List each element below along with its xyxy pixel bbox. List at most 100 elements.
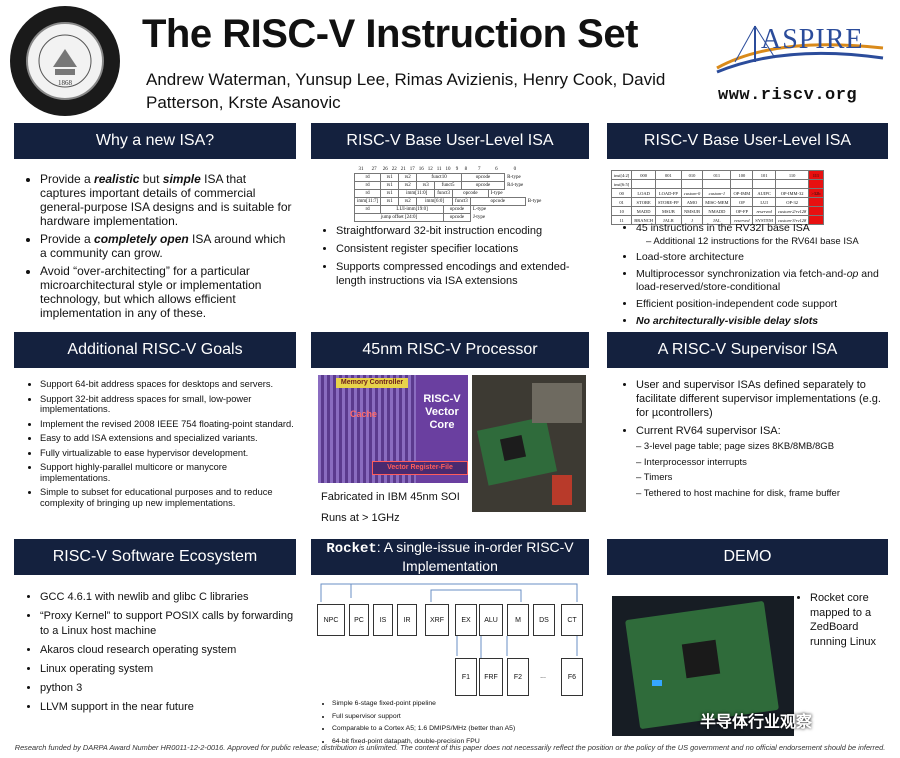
- ecosystem-bullet-3: Akaros cloud research operating system: [40, 643, 294, 658]
- supervisor-sublist: – 3-level page table; page sizes 8KB/8MB…: [618, 439, 888, 501]
- goals-bullet-2: Support 32-bit address spaces for small,…: [40, 394, 294, 415]
- opcode-cell: 11: [610, 215, 633, 225]
- opcode-header-cell: 101: [752, 170, 776, 180]
- university-seal: 1868: [10, 6, 120, 116]
- panel-base2: 45 instructions in the RV32I base ISA – …: [618, 222, 888, 332]
- opcode-blank: [774, 179, 810, 189]
- seal-icon: 1868: [38, 34, 92, 88]
- cache-label: Cache: [350, 409, 378, 419]
- fpga-chip: [681, 639, 721, 679]
- goals-bullet-5: Fully virtualizable to ease hypervisor d…: [40, 448, 294, 459]
- supervisor-sub-3: – Timers: [636, 472, 673, 483]
- bit-index: 17: [409, 167, 415, 172]
- goals-bullet-7: Simple to subset for educational purpose…: [40, 487, 294, 508]
- supervisor-bullet-2: Current RV64 supervisor ISA:: [636, 424, 888, 438]
- supervisor-sub-2: – Interprocessor interrupts: [636, 456, 747, 468]
- opcode-cell: JAL: [702, 215, 732, 225]
- opcode-blank: [752, 179, 776, 189]
- encoding-cell: jump offset [24:0]: [353, 213, 445, 222]
- bit-index: 21: [400, 167, 406, 172]
- opcode-cell: >32b: [808, 188, 824, 198]
- encoding-cell: opcode: [443, 205, 471, 214]
- opcode-blank: [702, 179, 732, 189]
- encoding-cell: imm[6:0]: [416, 197, 454, 206]
- opcode-header-cell: 100: [730, 170, 754, 180]
- opcode-cell: JALR: [655, 215, 682, 225]
- demo-text: Rocket core mapped to a ZedBoard running…: [798, 591, 888, 653]
- opcode-header-cell: 011: [702, 170, 732, 180]
- panel-title-supervisor: A RISC-V Supervisor ISA: [607, 332, 888, 368]
- pipeline-stage-xrf: XRF: [425, 604, 449, 636]
- opcode-cell: LUI: [752, 197, 776, 207]
- die-photo: Memory Controller Cache RISC-V Vector Co…: [318, 375, 468, 483]
- ecosystem-bullet-2: “Proxy Kernel” to support POSIX calls by…: [40, 609, 294, 639]
- pipeline-stage-ct: CT: [561, 604, 583, 636]
- panel-title-goals: Additional RISC-V Goals: [14, 332, 296, 368]
- encoding-cell: opcode: [460, 173, 506, 182]
- pipeline-stage-f2: F2: [507, 658, 529, 696]
- opcode-cell: MADD: [631, 206, 657, 216]
- opcode-cell: STORE-FP: [655, 197, 682, 207]
- bit-index: 11: [436, 167, 442, 172]
- encoding-cell: rs3: [416, 181, 436, 190]
- rocket-notes: Simple 6-stage fixed-point pipelineFull …: [322, 700, 588, 750]
- vrf-label: Vector Register-File: [372, 461, 468, 475]
- panel-supervisor: User and supervisor ISAs defined separat…: [618, 378, 888, 501]
- opcode-cell: OP-IMM: [730, 188, 754, 198]
- aspire-bridge-icon: [716, 25, 884, 74]
- bit-index: 8: [464, 167, 468, 172]
- panel-title-rocket: Rocket: A single-issue in-order RISC-V I…: [311, 539, 589, 575]
- base2-bullet-3: Multiprocessor synchronization via fetch…: [636, 268, 888, 294]
- opcode-cell: [808, 215, 824, 225]
- opcode-cell: [808, 197, 824, 207]
- encoding-cell: opcode: [469, 197, 526, 206]
- encoding-cell: opcode: [443, 213, 471, 222]
- opcode-cell: STORE: [631, 197, 657, 207]
- goals-bullet-4: Easy to add ISA extensions and specializ…: [40, 433, 294, 444]
- bit-index: 6: [495, 167, 498, 172]
- pipeline-stage-frf: FRF: [479, 658, 503, 696]
- pipeline-stage-f1: F1: [455, 658, 477, 696]
- bit-index: 27: [371, 167, 377, 172]
- why-bullet-3: Avoid “over-architecting” for a particul…: [40, 264, 294, 320]
- panel-title-base1: RISC-V Base User-Level ISA: [311, 123, 589, 159]
- chip-package: [499, 434, 527, 462]
- encoding-cell: rs1: [380, 181, 400, 190]
- pipeline-stage-f6: F6: [561, 658, 583, 696]
- encoding-cell: funct3: [434, 189, 454, 198]
- website-url[interactable]: www.riscv.org: [718, 86, 858, 105]
- pipeline-stage-npc: NPC: [317, 604, 345, 636]
- bit-index: 26: [382, 167, 388, 172]
- bit-index: 22: [391, 167, 397, 172]
- rocket-bullet-3: Comparable to a Cortex A5; 1.6 DMIPS/MHz…: [332, 725, 588, 734]
- encoding-cell: rs1: [380, 173, 400, 182]
- rocket-bullet-4: 64-bit fixed-point datapath, double-prec…: [332, 738, 588, 747]
- opcode-cell: LOAD-FP: [655, 188, 682, 198]
- rocket-bullet-2: Full supervisor support: [332, 713, 588, 722]
- why-bullet-1: Provide a realistic but simple ISA that …: [40, 172, 294, 228]
- opcode-subheader: inst[6:5]: [610, 179, 633, 189]
- opcode-cell: 00: [610, 188, 633, 198]
- opcode-cell: [808, 206, 824, 216]
- watermark-text: 半导体行业观察: [700, 714, 813, 731]
- panel-goals: Support 64-bit address spaces for deskto…: [22, 379, 294, 512]
- opcode-header-cell: 010: [680, 170, 704, 180]
- status-led: [652, 680, 662, 686]
- supervisor-sub-4: – Tethered to host machine for disk, fra…: [636, 487, 841, 499]
- bit-index: 7: [477, 167, 481, 172]
- svg-text:1868: 1868: [58, 79, 73, 87]
- bit-index: 12: [427, 167, 433, 172]
- base1-bullet-2: Consistent register specifier locations: [336, 242, 586, 256]
- encoding-cell: rd: [353, 205, 382, 214]
- encoding-cell: funct10: [416, 173, 462, 182]
- processor-line-2: Runs at > 1GHz: [321, 512, 400, 524]
- encoding-cell: I-type: [490, 191, 503, 196]
- opcode-cell: MSUB: [655, 206, 682, 216]
- opcode-header-cell: inst[4:2]: [610, 170, 633, 180]
- encoding-cell: funct5: [434, 181, 462, 190]
- opcode-red-cell: [808, 179, 824, 189]
- panel-title-ecosystem: RISC-V Software Ecosystem: [14, 539, 296, 575]
- opcode-header-cell: 001: [655, 170, 682, 180]
- bit-index: 31: [358, 167, 364, 172]
